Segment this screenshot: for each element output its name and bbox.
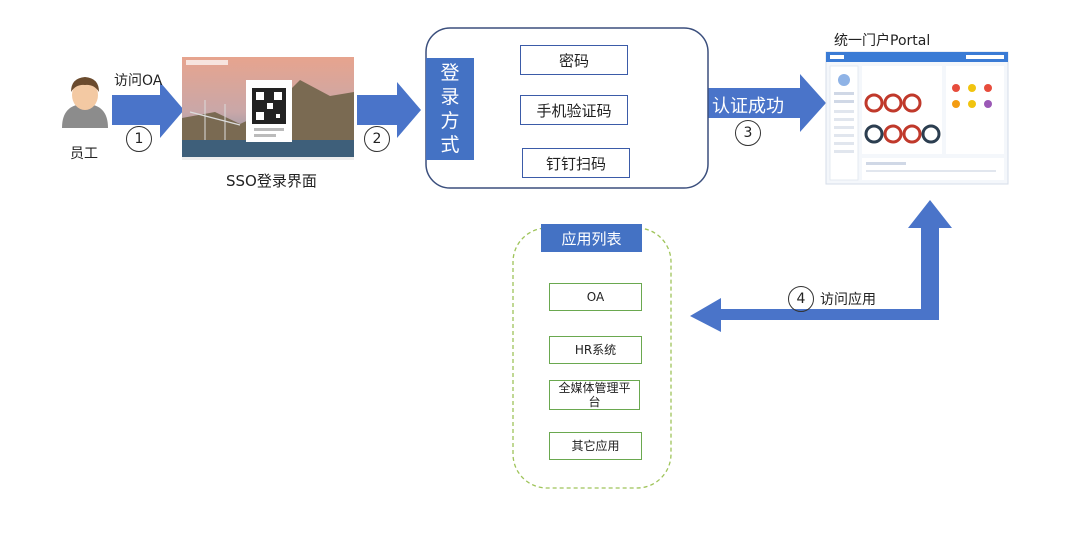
step1-label: 访问OA (114, 73, 163, 89)
sso-login-screenshot (182, 57, 354, 160)
step3-number: 3 (735, 120, 761, 146)
arrow-step2 (357, 82, 421, 138)
login-title-char: 方 (440, 110, 460, 132)
login-title-char: 式 (440, 134, 460, 156)
login-method-sms: 手机验证码 (520, 95, 628, 125)
app-item-media-platform: 全媒体管理平台 (549, 380, 640, 410)
step4-number: 4 (788, 286, 814, 312)
app-item-other: 其它应用 (549, 432, 642, 460)
employee-label: 员工 (70, 146, 98, 162)
employee-person-icon (62, 77, 108, 128)
arrow-step4 (690, 200, 952, 332)
step1-number: 1 (126, 126, 152, 152)
arrow-step3 (708, 74, 826, 132)
login-method-password: 密码 (520, 45, 628, 75)
sso-caption: SSO登录界面 (226, 172, 317, 190)
arrow-step1 (112, 82, 184, 138)
login-title-char: 录 (440, 86, 460, 108)
step3-label: 认证成功 (712, 96, 784, 117)
login-methods-title: 登 录 方 式 (426, 58, 474, 160)
step4-label: 访问应用 (820, 292, 876, 308)
app-list-title: 应用列表 (541, 224, 642, 252)
app-item-oa: OA (549, 283, 642, 311)
app-item-hr: HR系统 (549, 336, 642, 364)
login-method-dingtalk: 钉钉扫码 (522, 148, 630, 178)
step2-number: 2 (364, 126, 390, 152)
portal-screenshot (825, 51, 1009, 185)
login-title-char: 登 (440, 62, 460, 84)
portal-caption: 统一门户Portal (834, 33, 931, 49)
